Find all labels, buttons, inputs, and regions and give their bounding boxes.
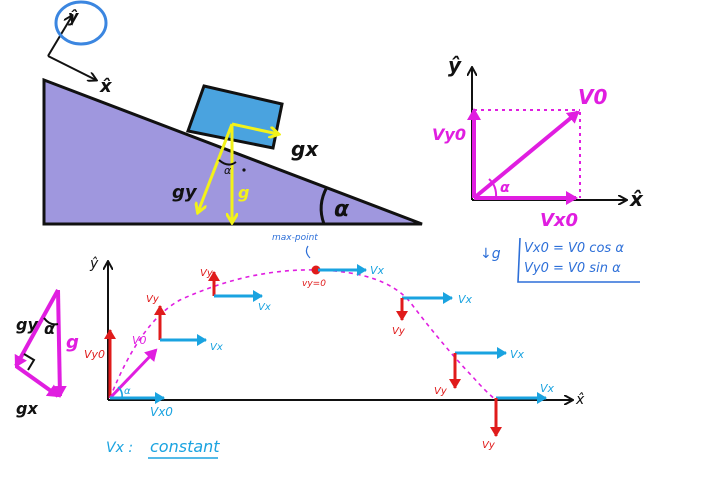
p2-vx-label: Vx [258, 302, 271, 313]
max-vx-label: Vx [370, 264, 385, 277]
gx-vector [231, 122, 278, 134]
tri-gy-label: gy [16, 315, 38, 334]
incline-x-axis-label: x̂ [99, 76, 113, 97]
small-alpha-label: α [224, 164, 232, 177]
p1-vx-label: Vx [210, 342, 223, 353]
equations-panel: ↓g Vx0 = V0 cos α Vy0 = V0 sin α [480, 237, 640, 283]
max-point-dot [311, 265, 321, 275]
incline-x-axis-arrow [47, 55, 96, 80]
v0-label: V0 [578, 85, 607, 109]
v0-vector [472, 110, 580, 200]
tri-gx-label: gx [16, 399, 38, 418]
incline-y-axis-label: ŷ [68, 7, 79, 26]
components-panel: ŷ x̂ α V0 Vy0 Vx0 [432, 53, 644, 231]
launch-v0-label: V0 [132, 334, 147, 347]
dot-mark [242, 168, 246, 172]
gravity-triangle-panel: gy α g gx [14, 289, 79, 418]
gy-angle-arc [218, 159, 237, 166]
projectile-y-label: ŷ [89, 256, 99, 272]
launch-v0-vector [108, 348, 158, 400]
land-vy-label: Vy [482, 440, 496, 451]
tri-angle-arc [43, 317, 59, 326]
p3-vy-label: Vy [392, 326, 406, 337]
vy-zero-label: vy=0 [302, 279, 326, 289]
p4-vy-label: Vy [434, 386, 448, 397]
trajectory-curve [109, 269, 497, 401]
components-alpha-label: α [500, 180, 510, 196]
vx-constant-word: constant [150, 437, 220, 456]
gy-label: gy [172, 182, 198, 203]
vy0-label: Vy0 [432, 125, 466, 144]
vx-constant-prefix: Vx : [106, 440, 133, 456]
gx-label: gx [291, 137, 319, 161]
p4-vx-label: Vx [510, 348, 525, 361]
p3-vx-label: Vx [458, 293, 473, 306]
incline-panel: x̂ ŷ gx gy g α α [42, 0, 423, 226]
components-y-label: ŷ [448, 53, 462, 77]
incline-angle-arc [319, 186, 329, 225]
gy-vector [198, 123, 234, 212]
y-axis-circle-annotation [54, 0, 108, 46]
launch-alpha-label: α [124, 386, 131, 397]
vx0-equation: Vx0 = V0 cos α [524, 241, 624, 256]
block [186, 84, 284, 150]
g-label: g [238, 183, 249, 202]
launch-angle-arc [117, 386, 123, 399]
tri-gx-vector [14, 364, 60, 398]
projectile-x-label: x̂ [575, 392, 585, 408]
p2-vy-label: Vy [200, 268, 214, 279]
p1-vy-label: Vy [146, 294, 160, 305]
tri-gy-vector [14, 289, 60, 368]
projectile-panel: ŷ x̂ α Vy0 V0 Vx0 Vy Vx Vy Vx max-point … [84, 233, 585, 459]
max-point-pointer [305, 245, 311, 259]
equations-bracket [517, 237, 640, 283]
max-point-label: max-point [272, 233, 318, 243]
tri-g-vector [52, 289, 67, 398]
incline-alpha-label: α [334, 197, 350, 222]
tri-right-angle [23, 353, 36, 371]
land-vx-label: Vx [540, 382, 555, 395]
components-x-label: x̂ [629, 187, 644, 211]
vx0-label: Vx0 [540, 210, 578, 231]
components-angle-arc [488, 178, 498, 199]
g-vector-note: ↓g [480, 246, 501, 262]
launch-vy0-label: Vy0 [84, 348, 105, 361]
tri-g-label: g [66, 332, 79, 353]
tri-alpha-label: α [44, 319, 56, 338]
launch-vx0-label: Vx0 [150, 405, 173, 419]
vy0-equation: Vy0 = V0 sin α [524, 261, 621, 276]
